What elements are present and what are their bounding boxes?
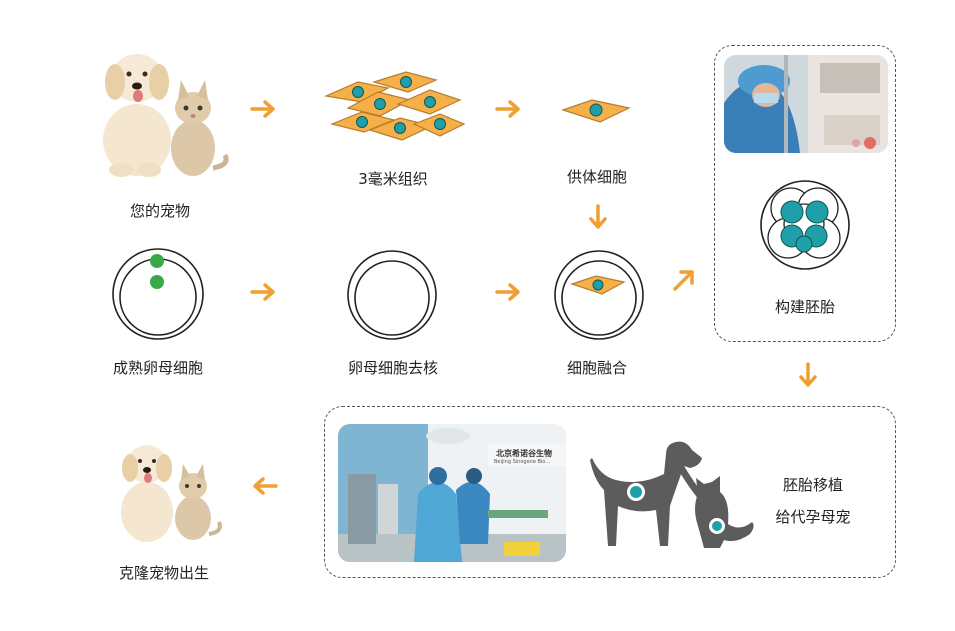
- company-sign-text-en: Beijing Sinogene Bio...: [494, 459, 551, 465]
- build-embryo-panel: [714, 45, 896, 342]
- step-cell-fusion-label: 细胞融合: [566, 359, 628, 377]
- company-sign-text: 北京希诺谷生物: [496, 449, 552, 458]
- step-build-embryo-label: 构建胚胎: [774, 298, 836, 316]
- mature-oocyte-illustration: [110, 246, 206, 342]
- pet-dog-cat-image: [85, 30, 235, 180]
- step-transfer-line1-label: 胚胎移植: [782, 476, 844, 494]
- arrow-down-icon: [588, 204, 608, 232]
- step-donor-cell-label: 供体细胞: [566, 168, 628, 186]
- step-enucleation-label: 卵母细胞去核: [347, 359, 439, 377]
- donor-cell-illustration: [560, 96, 632, 126]
- arrow-right-icon: [250, 282, 278, 302]
- embryo-transfer-panel: [324, 406, 896, 578]
- enucleated-oocyte-illustration: [345, 248, 439, 342]
- cell-fusion-illustration: [552, 248, 646, 342]
- surgery-room-photo: 北京希诺谷生物 Beijing Sinogene Bio...: [338, 424, 566, 562]
- tissue-cells-illustration: [318, 68, 468, 148]
- step-clone-born-label: 克隆宠物出生: [118, 564, 210, 582]
- arrow-down-icon: [798, 362, 818, 390]
- step-your-pet-label: 您的宠物: [129, 202, 191, 220]
- arrow-right-icon: [495, 282, 523, 302]
- lab-photo: [724, 55, 888, 153]
- step-transfer-line2-label: 给代孕母宠: [775, 508, 851, 526]
- arrow-right-icon: [250, 99, 278, 119]
- step-tissue-label: 3毫米组织: [358, 170, 428, 188]
- cloned-pet-dog-cat-image: [105, 424, 225, 544]
- embryo-illustration: [758, 178, 852, 272]
- arrow-right-icon: [495, 99, 523, 119]
- arrow-left-icon: [250, 476, 278, 496]
- step-mature-oocyte-label: 成熟卵母细胞: [112, 359, 204, 377]
- arrow-up-right-icon: [672, 268, 696, 292]
- surrogate-dog-cat-silhouette: [580, 436, 760, 556]
